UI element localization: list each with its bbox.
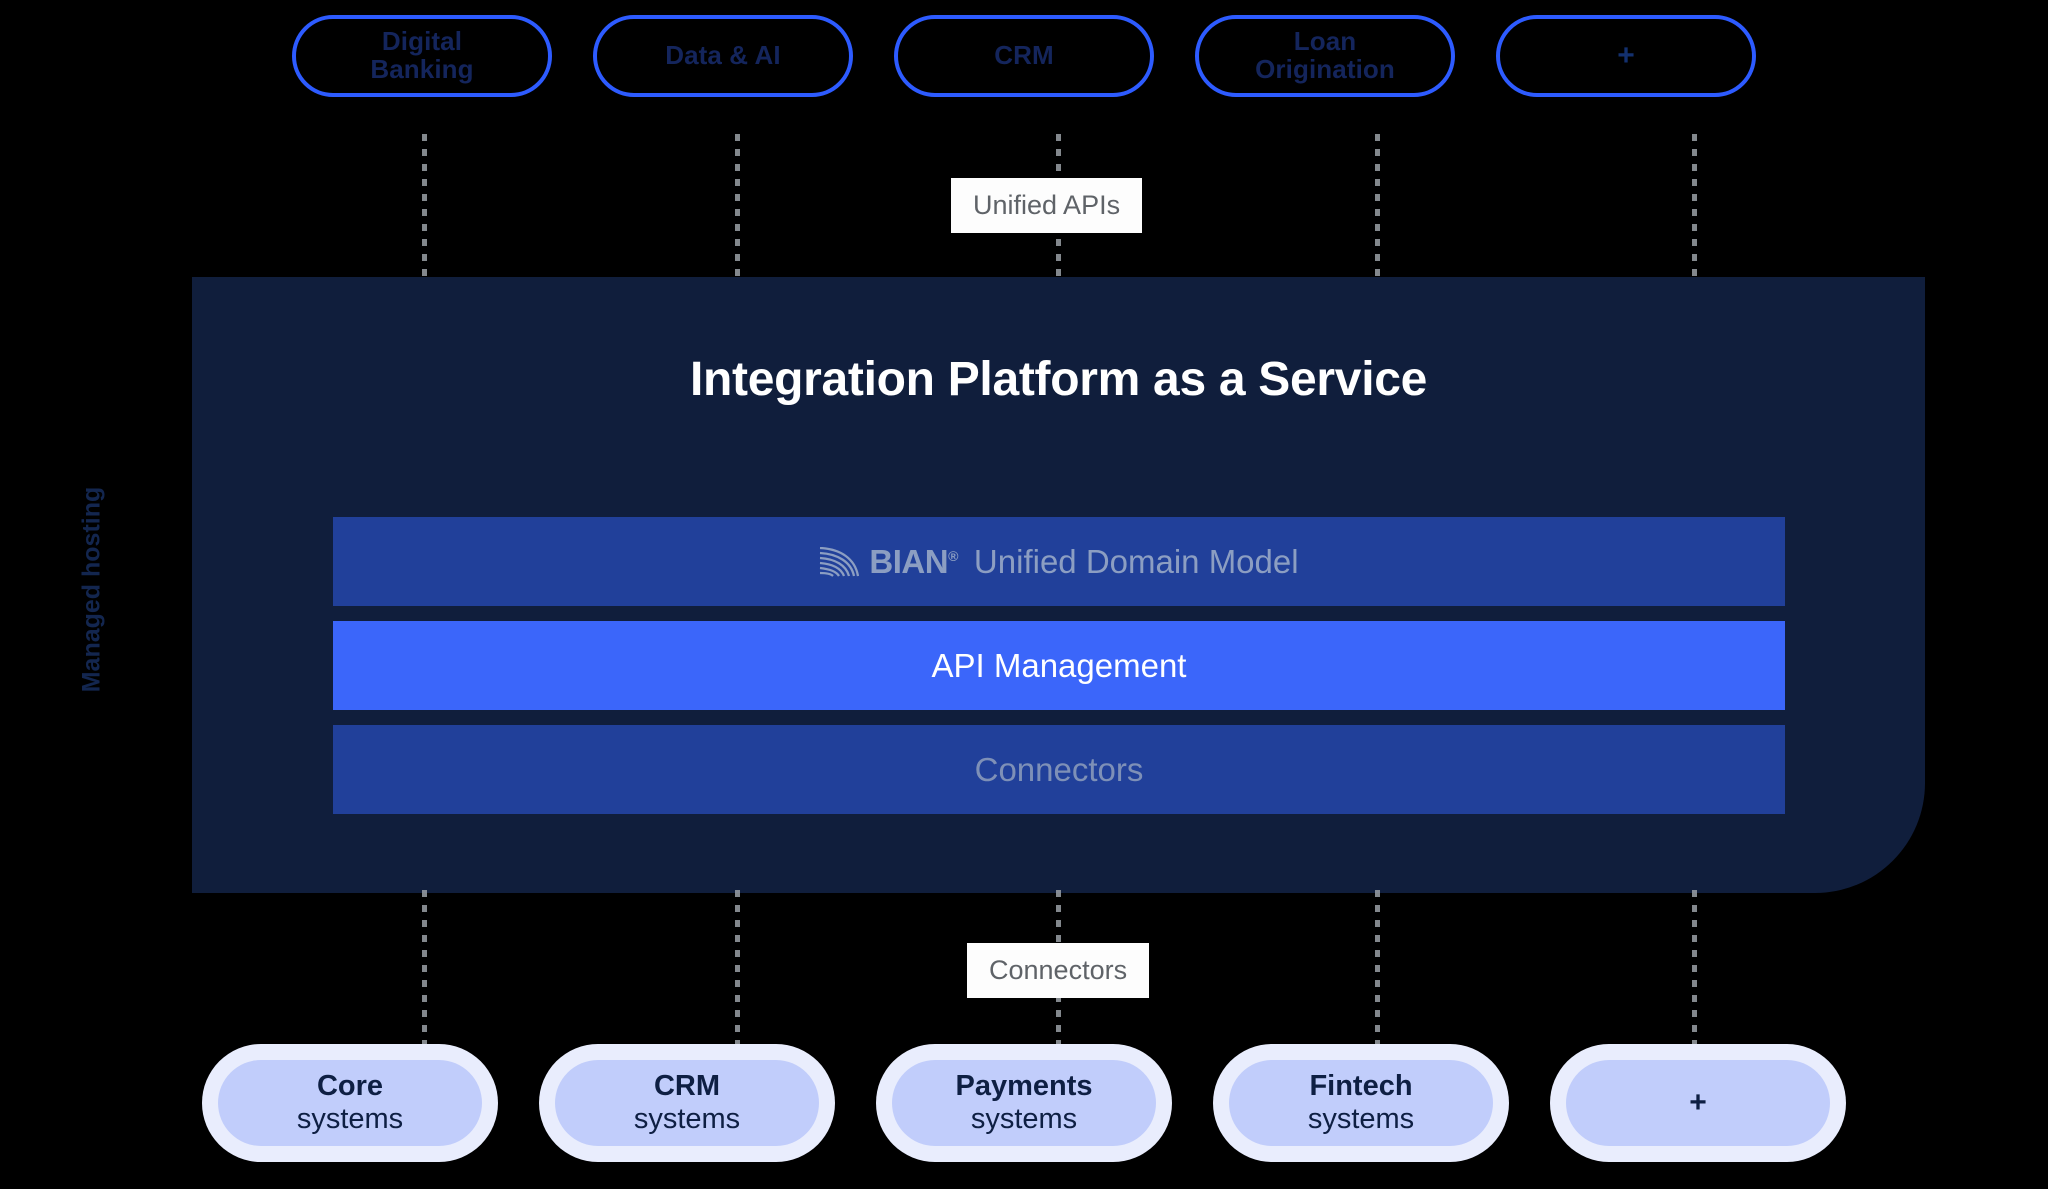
capability-bar-api-management[interactable]: API Management: [333, 621, 1785, 710]
channel-label-line1: Loan: [1293, 26, 1357, 57]
capability-bar-label: API Management: [931, 646, 1187, 684]
connector-line-top-2: [735, 134, 740, 278]
system-label-line2: systems: [633, 1103, 741, 1135]
system-label-line1: Fintech: [1309, 1069, 1413, 1102]
system-label-line1: Payments: [955, 1069, 1093, 1102]
registered-mark: ®: [948, 547, 958, 564]
channel-pill-loan-origination[interactable]: Loan Origination: [1195, 15, 1455, 97]
channel-label-line1: CRM: [994, 40, 1054, 71]
system-pill-inner: CRM systems: [555, 1060, 819, 1146]
capability-bar-label: Unified Domain Model: [973, 542, 1299, 580]
channel-pill-crm[interactable]: CRM: [894, 15, 1154, 97]
capability-bar-connectors[interactable]: Connectors: [333, 725, 1785, 814]
channel-label-line2: Banking: [370, 54, 474, 84]
connector-line-top-1: [422, 134, 427, 278]
system-label-line2: systems: [1307, 1103, 1415, 1135]
channel-pill-add-more[interactable]: +: [1496, 15, 1756, 97]
system-pill-add-more[interactable]: +: [1550, 1044, 1846, 1162]
bottom-systems-row: Core systems CRM systems Payments system…: [0, 1044, 2048, 1162]
system-pill-inner: Fintech systems: [1229, 1060, 1493, 1146]
connector-label-connectors: Connectors: [967, 943, 1150, 998]
platform-panel: Integration Platform as a Service: [192, 277, 1925, 893]
system-label-line2: systems: [970, 1103, 1078, 1135]
system-pill-fintech-systems[interactable]: Fintech systems: [1213, 1044, 1509, 1162]
managed-hosting-label: Managed hosting: [77, 486, 106, 693]
plus-icon: +: [1617, 38, 1635, 72]
plus-icon: +: [1689, 1085, 1707, 1119]
connector-line-top-5: [1692, 134, 1697, 278]
capability-bar-unified-domain-model[interactable]: BIAN® Unified Domain Model: [333, 517, 1785, 606]
top-channel-row: Digital Banking Data & AI CRM Loan Origi…: [0, 13, 2048, 99]
capability-bar-label: Connectors: [974, 750, 1144, 788]
connector-line-bottom-2: [735, 890, 740, 1050]
bian-swoosh-icon: [820, 546, 860, 577]
system-pill-inner: Core systems: [218, 1060, 482, 1146]
connector-line-top-4: [1375, 134, 1380, 278]
capability-bar-stack: BIAN® Unified Domain Model API Managemen…: [333, 517, 1785, 814]
system-label-line1: CRM: [653, 1069, 721, 1102]
system-pill-inner: +: [1566, 1060, 1830, 1146]
channel-pill-data-ai[interactable]: Data & AI: [593, 15, 853, 97]
system-pill-payments-systems[interactable]: Payments systems: [876, 1044, 1172, 1162]
system-pill-crm-systems[interactable]: CRM systems: [539, 1044, 835, 1162]
system-pill-inner: Payments systems: [892, 1060, 1156, 1146]
channel-label-line1: Digital: [381, 26, 463, 57]
connector-line-bottom-5: [1692, 890, 1697, 1050]
channel-label-line2: Origination: [1255, 54, 1395, 84]
page-title: Integration Platform as a Service: [689, 353, 1428, 406]
bian-wordmark: BIAN®: [869, 542, 958, 580]
channel-label-line1: Data & AI: [665, 40, 781, 71]
system-pill-core-systems[interactable]: Core systems: [202, 1044, 498, 1162]
connector-line-bottom-1: [422, 890, 427, 1050]
bian-logo: BIAN®: [819, 543, 958, 581]
connector-label-unified-apis: Unified APIs: [951, 178, 1143, 233]
channel-pill-digital-banking[interactable]: Digital Banking: [292, 15, 552, 97]
connector-line-bottom-4: [1375, 890, 1380, 1050]
system-label-line1: Core: [316, 1069, 384, 1102]
system-label-line2: systems: [296, 1103, 404, 1135]
